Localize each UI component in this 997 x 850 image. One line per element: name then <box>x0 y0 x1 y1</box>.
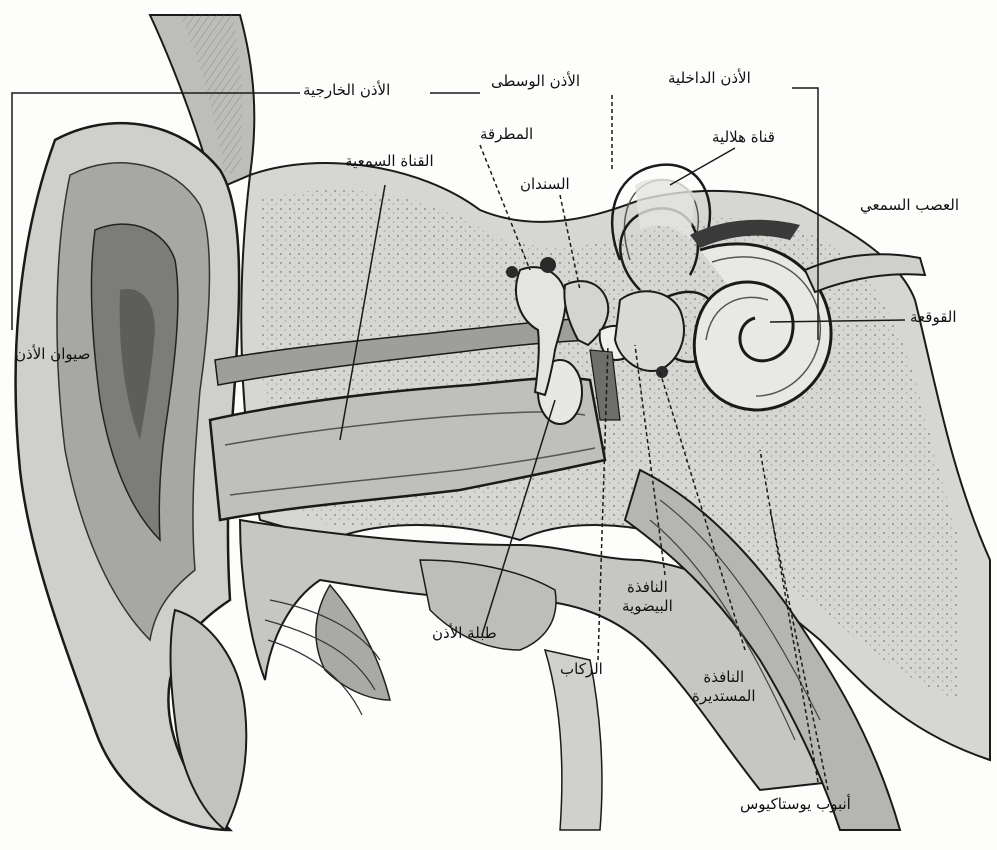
label-middle-ear: الأذن الوسطى <box>488 72 583 91</box>
label-outer-ear: الأذن الخارجية <box>300 81 393 100</box>
label-round-window-line1: النافذة <box>692 668 756 687</box>
label-ear-canal: القناة السمعية <box>345 152 434 171</box>
label-malleus: المطرقة <box>480 125 533 144</box>
label-round-window-line2: المستديرة <box>692 687 756 706</box>
label-oval-window-line2: البيضوية <box>622 597 673 616</box>
label-stapes: الركاب <box>560 660 603 679</box>
label-round-window: النافذة المستديرة <box>692 668 756 706</box>
label-cochlea: القوقعة <box>910 308 957 327</box>
label-eardrum: طبلة الأذن <box>432 624 497 643</box>
label-eustachian-tube: أنبوب يوستاكيوس <box>740 795 851 814</box>
label-inner-ear: الأذن الداخلية <box>665 69 754 88</box>
label-pinna: صيوان الأذن <box>15 345 90 364</box>
label-semicircular-canal: قناة هلالية <box>712 128 775 147</box>
label-oval-window-line1: النافذة <box>622 578 673 597</box>
label-oval-window: النافذة البيضوية <box>622 578 673 616</box>
label-auditory-nerve: العصب السمعي <box>860 196 959 215</box>
label-incus: السندان <box>520 175 570 194</box>
